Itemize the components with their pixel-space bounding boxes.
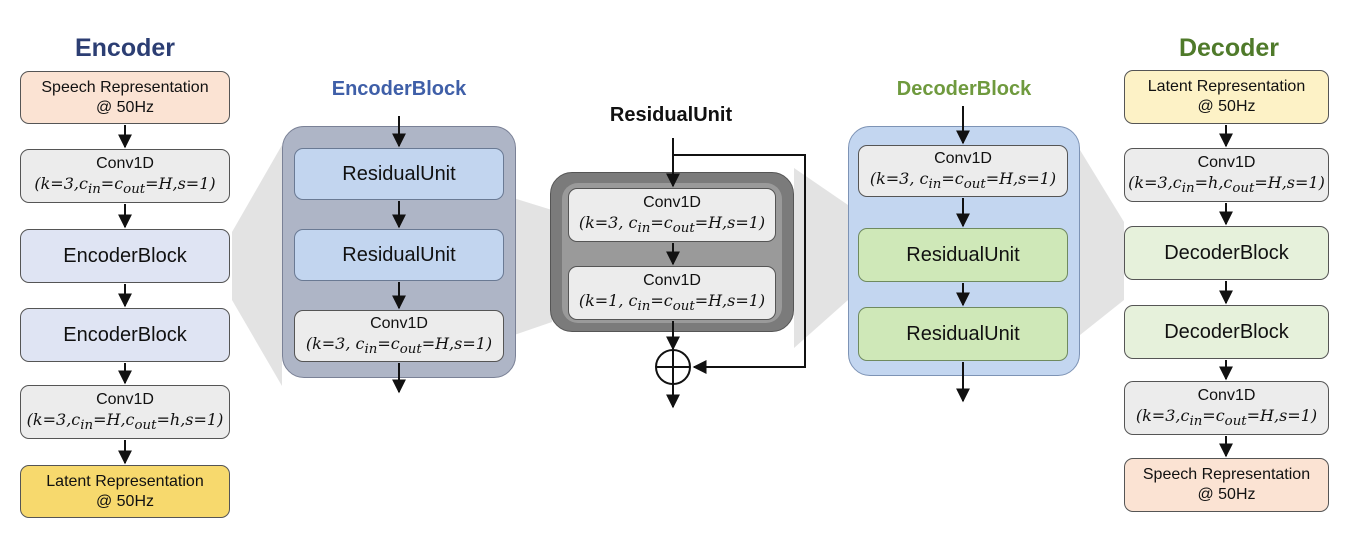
decoder-input-box: Latent Representation @ 50Hz	[1124, 70, 1329, 124]
encoder-input-box: Speech Representation @ 50Hz	[20, 71, 230, 124]
decoder-output-line2: @ 50Hz	[1197, 486, 1256, 503]
decoder-output-line1: Speech Representation	[1142, 466, 1311, 483]
decoder-block-conv-name: Conv1D	[934, 149, 992, 167]
zoom-wedge-encoder-to-block	[232, 145, 282, 386]
zoom-wedge-residual-to-decoder	[794, 168, 848, 348]
decoder-block-residual-unit-2: ResidualUnit	[858, 307, 1068, 361]
decoder-block-conv-params: (k=3, cin=cout=H,s=1)	[869, 168, 1057, 192]
encoder-block-1-label: EncoderBlock	[63, 244, 187, 267]
encoder-block-2: EncoderBlock	[20, 308, 230, 362]
decoder-block-residual-unit-2-label: ResidualUnit	[906, 322, 1020, 345]
decoder-input-line1: Latent Representation	[1147, 78, 1306, 95]
encoder-output-line2: @ 50Hz	[95, 492, 155, 510]
decoder-block-conv-box: Conv1D (k=3, cin=cout=H,s=1)	[858, 145, 1068, 197]
encoder-block-conv-name: Conv1D	[370, 314, 428, 332]
residual-unit-conv-2-name: Conv1D	[643, 271, 701, 289]
residual-unit-conv-2: Conv1D (k=1, cin=cout=H,s=1)	[568, 266, 776, 320]
decoder-conv-in-name: Conv1D	[1197, 153, 1256, 171]
decoder-output-box: Speech Representation @ 50Hz	[1124, 458, 1329, 512]
encoder-block-1: EncoderBlock	[20, 229, 230, 283]
encoder-output-box: Latent Representation @ 50Hz	[20, 465, 230, 518]
residual-unit-title: ResidualUnit	[609, 104, 733, 126]
decoder-block-residual-unit-1-label: ResidualUnit	[906, 243, 1020, 266]
decoder-input-line2: @ 50Hz	[1197, 98, 1256, 115]
encoder-block-conv-box: Conv1D (k=3, cin=cout=H,s=1)	[294, 310, 504, 362]
decoder-conv-out-box: Conv1D (k=3,cin=cout=H,s=1)	[1124, 381, 1329, 435]
decoder-title: Decoder	[1178, 34, 1280, 62]
decoder-block-1: DecoderBlock	[1124, 226, 1329, 280]
residual-unit-conv-2-params: (k=1, cin=cout=H,s=1)	[578, 290, 766, 314]
encoder-conv-out-box: Conv1D (k=3,cin=H,cout=h,s=1)	[20, 385, 230, 439]
encoder-conv-out-name: Conv1D	[96, 390, 154, 408]
decoder-conv-out-name: Conv1D	[1197, 386, 1256, 404]
decoder-conv-in-box: Conv1D (k=3,cin=h,cout=H,s=1)	[1124, 148, 1329, 202]
decoder-conv-in-params: (k=3,cin=h,cout=H,s=1)	[1128, 172, 1325, 196]
encoder-input-line2: @ 50Hz	[95, 98, 155, 116]
decoder-block-2-label: DecoderBlock	[1164, 320, 1289, 343]
encoder-block-residual-unit-1: ResidualUnit	[294, 148, 504, 200]
decoder-block-title: DecoderBlock	[896, 78, 1032, 100]
encoder-conv-in-box: Conv1D (k=3,cin=cout=H,s=1)	[20, 149, 230, 203]
encoder-block-2-label: EncoderBlock	[63, 323, 187, 346]
encoder-block-title: EncoderBlock	[331, 78, 467, 100]
zoom-wedge-decoder-block-to-decoder	[1080, 150, 1124, 335]
decoder-conv-out-params: (k=3,cin=cout=H,s=1)	[1135, 405, 1318, 429]
decoder-block-1-label: DecoderBlock	[1164, 241, 1289, 264]
encoder-block-residual-unit-2-label: ResidualUnit	[342, 243, 456, 266]
encoder-block-residual-unit-2: ResidualUnit	[294, 229, 504, 281]
encoder-conv-in-params: (k=3,cin=cout=H,s=1)	[34, 173, 216, 197]
encoder-conv-in-name: Conv1D	[96, 154, 154, 172]
encoder-title: Encoder	[74, 34, 176, 62]
encoder-input-line1: Speech Representation	[41, 78, 209, 96]
residual-unit-conv-1-name: Conv1D	[643, 193, 701, 211]
encoder-conv-out-params: (k=3,cin=H,cout=h,s=1)	[26, 409, 224, 433]
decoder-block-residual-unit-1: ResidualUnit	[858, 228, 1068, 282]
encoder-output-line1: Latent Representation	[46, 472, 204, 490]
arrow-ru-skip	[673, 154, 806, 374]
residual-unit-conv-1: Conv1D (k=3, cin=cout=H,s=1)	[568, 188, 776, 242]
encoder-block-residual-unit-1-label: ResidualUnit	[342, 162, 456, 185]
residual-unit-conv-1-params: (k=3, cin=cout=H,s=1)	[578, 212, 766, 236]
encoder-block-conv-params: (k=3, cin=cout=H,s=1)	[305, 333, 493, 357]
decoder-block-2: DecoderBlock	[1124, 305, 1329, 359]
